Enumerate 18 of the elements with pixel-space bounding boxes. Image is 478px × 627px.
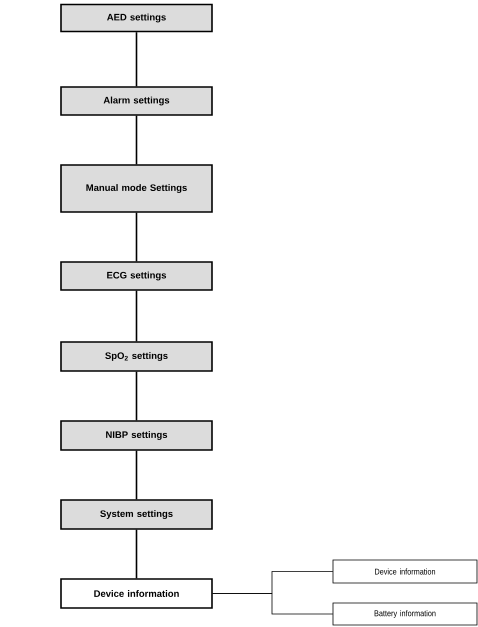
connector-line (136, 212, 138, 262)
menu-box: System settings (60, 499, 213, 530)
menu-box: Alarm settings (60, 86, 213, 116)
menu-box: Manual mode Settings (60, 164, 213, 213)
menu-box: SpO$_{2}$ settings (60, 341, 213, 372)
connector-line (136, 290, 138, 342)
menu-box: Device information (60, 578, 213, 609)
connector-line (136, 450, 138, 500)
submenu-box: Device information (332, 560, 478, 584)
connector-line (136, 530, 138, 578)
menu-box: ECG settings (60, 261, 213, 291)
connector-line (212, 593, 333, 614)
submenu-box: Battery information (332, 602, 478, 626)
connector-line (136, 32, 138, 86)
connector-line (136, 372, 138, 420)
connector-line (136, 116, 138, 164)
menu-box: AED settings (60, 4, 213, 32)
menu-box: NIBP settings (60, 420, 213, 451)
